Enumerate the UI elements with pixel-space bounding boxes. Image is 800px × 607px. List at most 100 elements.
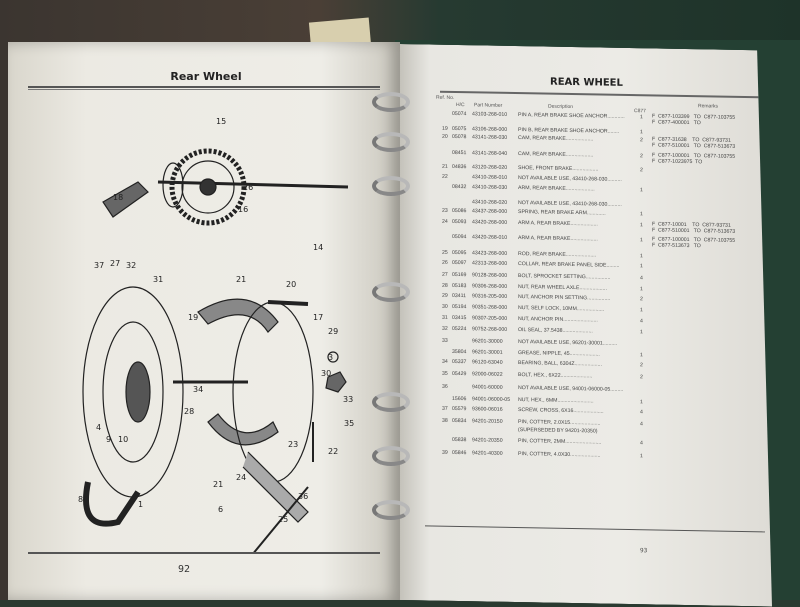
cell-part: 96120-63040 bbox=[472, 359, 503, 366]
callout-label: 3 bbox=[328, 353, 333, 362]
cell-qty: 2 bbox=[640, 167, 643, 174]
cell-ref: 37 bbox=[442, 405, 448, 412]
cell-ref: 27 bbox=[442, 271, 448, 278]
cell-part: 43106-268-000 bbox=[472, 126, 508, 133]
cell-part: 94201-20350 bbox=[472, 437, 503, 444]
cell-desc: PIN B, REAR BRAKE SHOE ANCHOR........ bbox=[518, 127, 620, 135]
cell-qty: 4 bbox=[640, 440, 643, 447]
cell-qty: 1 bbox=[640, 329, 643, 336]
cell-id: 05095 bbox=[452, 249, 467, 257]
cell-desc: NUT, ANCHOR PIN........................ bbox=[518, 316, 598, 324]
cell-id: 05086 bbox=[452, 207, 467, 215]
cell-qty: 1 bbox=[640, 399, 643, 406]
callout-label: 20 bbox=[286, 280, 296, 289]
sprocket-hub bbox=[199, 178, 217, 196]
left-page-number: 92 bbox=[178, 564, 191, 575]
cell-part: 43141-268-030 bbox=[472, 134, 508, 141]
callout-label: 10 bbox=[118, 435, 128, 444]
cell-id: 08451 bbox=[452, 149, 467, 157]
cell-desc: NUT, ANCHOR PIN SETTING................ bbox=[518, 294, 611, 302]
callout-label: 14 bbox=[313, 243, 323, 252]
cell-id: 05094 bbox=[452, 233, 467, 241]
cell-qty: 1 bbox=[640, 114, 643, 121]
cell-id: 05169 bbox=[452, 271, 467, 279]
col-header-hc: H/C bbox=[456, 101, 465, 109]
cell-qty: 2 bbox=[640, 153, 643, 160]
cell-id: 05337 bbox=[452, 358, 467, 366]
cell-qty: 4 bbox=[640, 275, 643, 282]
cell-remarks: F C877-100001 TO C877-103755 F C877-1023… bbox=[652, 152, 736, 165]
left-page-title: Rear Wheel bbox=[170, 70, 242, 83]
cell-id: 05429 bbox=[452, 370, 467, 378]
callout-label: 33 bbox=[343, 395, 353, 404]
cell-desc: GREASE, NIPPLE, 45..................... bbox=[518, 350, 600, 358]
binder-ring bbox=[372, 92, 410, 112]
right-page-number: 93 bbox=[640, 547, 648, 555]
cell-desc: CAM, REAR BRAKE................... bbox=[518, 135, 594, 143]
cell-part: 43120-268-020 bbox=[472, 164, 508, 171]
cell-ref: 33 bbox=[442, 337, 448, 344]
cell-qty: 2 bbox=[640, 296, 643, 303]
binder-ring bbox=[372, 132, 410, 152]
callout-label: 16 bbox=[238, 205, 248, 214]
cell-part: 43410-268-010 bbox=[472, 174, 508, 181]
left-page: Rear Wheel 15 18 19 bbox=[8, 42, 400, 600]
cell-part: 90752-268-000 bbox=[472, 326, 508, 333]
axle-nut bbox=[325, 371, 347, 393]
cell-id: 05579 bbox=[452, 405, 467, 413]
callout-label: 35 bbox=[344, 419, 354, 428]
callout-label: 21 bbox=[213, 480, 223, 489]
callout-label: 4 bbox=[96, 423, 101, 432]
cell-part: 43420-268-010 bbox=[472, 234, 508, 241]
cell-desc: CAM, REAR BRAKE................... bbox=[518, 151, 594, 159]
cell-id: 03411 bbox=[452, 292, 467, 300]
cell-desc: NOT AVAILABLE USE, 96201-30001.......... bbox=[518, 339, 618, 347]
callout-label: 28 bbox=[184, 407, 194, 416]
callout-label: 34 bbox=[193, 385, 203, 394]
cell-id: 35804 bbox=[452, 348, 467, 356]
callout-label: 32 bbox=[126, 261, 136, 270]
sprocket-flange bbox=[162, 162, 184, 208]
exploded-parts-diagram: 15 18 19 21 20 17 14 29 31 32 37 16 26 2… bbox=[78, 117, 354, 552]
cell-qty: 2 bbox=[640, 362, 643, 369]
cell-part: 43437-268-000 bbox=[472, 208, 508, 215]
cell-qty: 1 bbox=[640, 211, 643, 218]
cell-ref: 28 bbox=[442, 282, 448, 289]
cell-desc: NUT, SELF LOCK, 10MM................... bbox=[518, 305, 605, 313]
binder-ring bbox=[372, 446, 410, 466]
callout-label: 22 bbox=[328, 447, 338, 456]
cell-qty: 1 bbox=[640, 237, 643, 244]
cell-desc: COLLAR, REAR BRAKE PANEL SIDE......... bbox=[518, 261, 620, 269]
cell-ref: 38 bbox=[442, 417, 448, 424]
cell-desc: PIN, COTTER, 4.0X30..................... bbox=[518, 451, 601, 459]
callout-label: 19 bbox=[188, 313, 198, 322]
right-page: REAR WHEEL Ref. No. H/C Part Number Desc… bbox=[400, 44, 772, 606]
callout-label: 29 bbox=[328, 327, 338, 336]
cell-id: 05097 bbox=[452, 259, 467, 267]
callout-label: 25 bbox=[278, 515, 288, 524]
cell-desc: ARM A, REAR BRAKE................... bbox=[518, 235, 598, 243]
brake-shoe bbox=[197, 298, 279, 333]
cell-desc: ROD, REAR BRAKE..................... bbox=[518, 251, 597, 259]
cell-qty: 1 bbox=[640, 253, 643, 260]
cell-part: 90316-205-000 bbox=[472, 293, 508, 300]
cell-remarks: F C877-103399 TO C877-103755 F C877-4000… bbox=[652, 113, 736, 126]
cell-part: 43410-268-020 bbox=[472, 199, 508, 206]
cell-qty: 1 bbox=[640, 187, 643, 194]
cell-remarks: F C877-31638 TO C877-93731 F C877-510001… bbox=[652, 136, 736, 150]
cell-desc: BOLT, SPROCKET SETTING................. bbox=[518, 273, 611, 281]
cell-remarks: F C877-100001 TO C877-103755 F C877-5136… bbox=[652, 236, 736, 249]
cell-ref: 32 bbox=[442, 325, 448, 332]
brake-panel bbox=[232, 301, 314, 483]
cell-ref: 25 bbox=[442, 249, 448, 256]
cell-desc: ARM, REAR BRAKE.................... bbox=[518, 185, 595, 193]
cell-ref: 23 bbox=[442, 207, 448, 214]
cell-qty: 4 bbox=[640, 421, 643, 428]
cell-id: 05183 bbox=[452, 282, 467, 290]
callout-label: 1 bbox=[138, 500, 143, 509]
callout-label: 6 bbox=[218, 505, 223, 514]
binder-ring bbox=[372, 392, 410, 412]
callout-label: 21 bbox=[236, 275, 246, 284]
table-row: 05094 43420-268-010 ARM A, REAR BRAKE.....… bbox=[400, 233, 770, 249]
